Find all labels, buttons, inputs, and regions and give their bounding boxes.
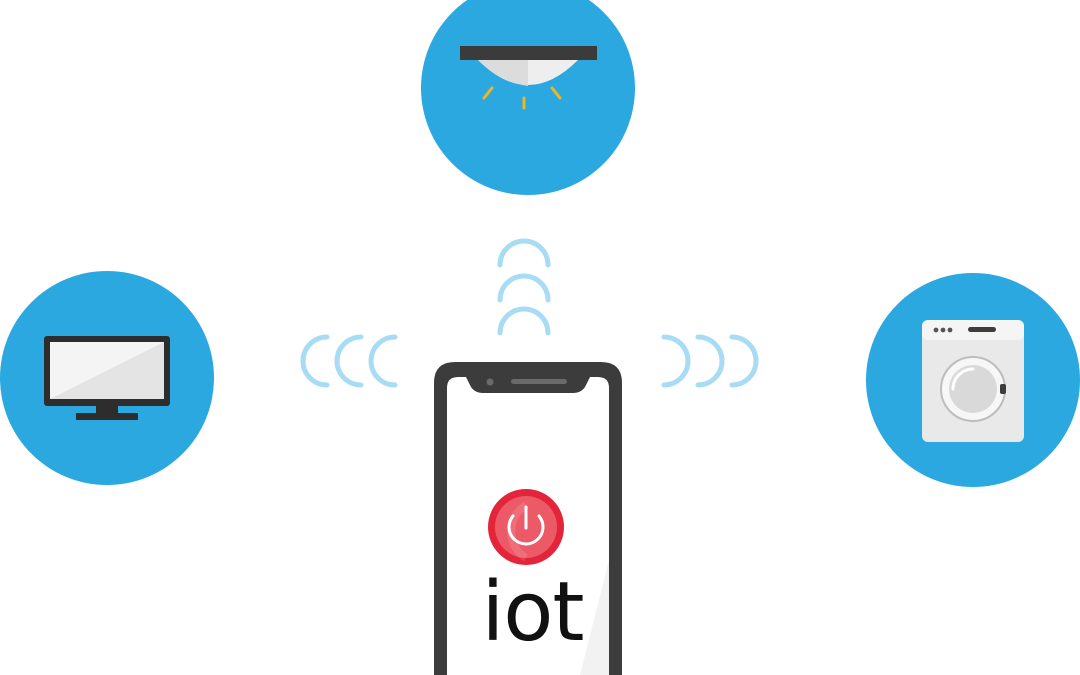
signal-wave: [334, 334, 364, 388]
washing-machine-icon: [922, 320, 1024, 442]
ceiling-light-icon: [460, 46, 597, 110]
signal-wave: [497, 273, 551, 303]
ceiling-light-device: [421, 0, 635, 195]
washing-machine-device: [866, 273, 1080, 487]
signal-wave: [661, 334, 691, 388]
power-icon: [507, 505, 545, 546]
monitor-device: [0, 271, 214, 485]
signal-wave: [497, 238, 551, 268]
signal-up: [497, 238, 551, 336]
signal-wave: [300, 334, 330, 388]
power-button[interactable]: [488, 489, 564, 565]
signal-wave: [729, 334, 759, 388]
phone-label: iot: [481, 565, 584, 660]
monitor-icon: [44, 336, 170, 420]
phone-speaker: [511, 379, 567, 384]
phone-camera: [486, 378, 494, 386]
signal-wave: [695, 334, 725, 388]
signal-wave: [368, 334, 398, 388]
signal-right: [661, 334, 759, 388]
ceiling-light-circle: [421, 0, 635, 195]
signal-wave: [497, 306, 551, 336]
signal-left: [300, 334, 398, 388]
